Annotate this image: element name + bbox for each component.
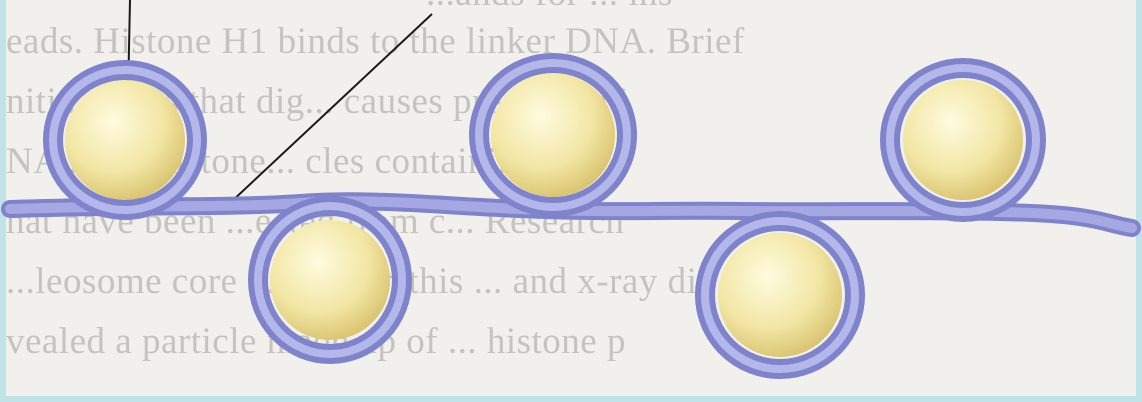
histone-core-5	[903, 80, 1023, 200]
linker-dna-label-leader-line	[230, 14, 432, 203]
nucleosome-3	[479, 63, 627, 207]
histone-core-3	[491, 73, 615, 197]
histone-core-1	[65, 80, 185, 200]
histone-core-4	[718, 233, 842, 357]
nucleosome-1	[53, 70, 197, 210]
histone-core-2	[270, 220, 390, 340]
nucleosome-5	[890, 68, 1036, 212]
nucleosome-2	[258, 206, 402, 354]
nucleosome-4	[705, 221, 855, 369]
